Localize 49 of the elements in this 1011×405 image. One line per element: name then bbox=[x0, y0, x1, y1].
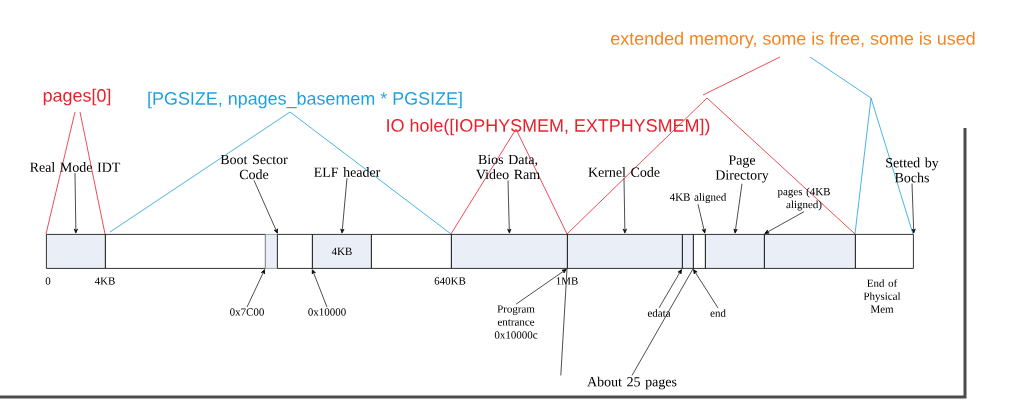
region-label: 4KB aligned bbox=[669, 193, 727, 203]
memory-segment bbox=[693, 234, 706, 269]
memory-segment bbox=[764, 234, 856, 269]
memory-segment bbox=[682, 234, 694, 269]
region-label: 0x10000 bbox=[308, 308, 346, 316]
memory-segment bbox=[105, 234, 266, 269]
arrow bbox=[246, 269, 265, 308]
region-label: Kernel Code bbox=[588, 167, 660, 177]
memory-segment bbox=[705, 234, 765, 269]
arrow bbox=[507, 180, 512, 234]
address-label: End of Physical Mem bbox=[863, 279, 901, 313]
region-label: Program entrance 0x10000c bbox=[494, 305, 538, 339]
memory-segment bbox=[46, 234, 106, 269]
arrow bbox=[764, 211, 805, 234]
arrow bbox=[73, 172, 78, 234]
annotation: extended memory, some is free, some is used bbox=[611, 31, 975, 49]
region-label: About 25 pages bbox=[587, 376, 677, 390]
arrow bbox=[658, 269, 682, 309]
memory-segment bbox=[277, 234, 313, 269]
region-label: Boot Sector Code bbox=[220, 154, 288, 180]
arrow bbox=[515, 268, 567, 305]
memory-segment bbox=[371, 234, 452, 269]
arrow bbox=[697, 203, 706, 234]
memory-segment bbox=[451, 234, 568, 269]
region-label: Setted by Bochs bbox=[886, 157, 939, 183]
region-label: end bbox=[710, 309, 726, 317]
region-label: 0x7C00 bbox=[230, 308, 264, 316]
region-label: Real Mode IDT bbox=[30, 162, 121, 172]
region-label: pages (4KB aligned) bbox=[777, 187, 830, 211]
region-label: Bios Data, Video Ram bbox=[476, 154, 540, 180]
arrow bbox=[253, 180, 278, 234]
arrow bbox=[693, 269, 719, 309]
region-label: ELF header bbox=[314, 167, 381, 177]
region-label: edata bbox=[647, 309, 671, 317]
address-label: 640KB bbox=[434, 277, 466, 285]
arrow bbox=[733, 183, 743, 234]
annotation: [PGSIZE, npages_basemem * PGSIZE] bbox=[148, 91, 462, 109]
memory-segment: 4KB bbox=[312, 234, 372, 269]
address-label: 1MB bbox=[556, 277, 578, 285]
annotation: pages[0] bbox=[43, 88, 111, 106]
address-label: 0 bbox=[45, 277, 51, 285]
memory-segment bbox=[265, 234, 278, 269]
arrow bbox=[311, 269, 328, 308]
arrow bbox=[911, 183, 916, 234]
arrow bbox=[340, 177, 348, 234]
region-label: Page Directory bbox=[715, 155, 769, 183]
memory-segment bbox=[855, 234, 914, 269]
arrow bbox=[622, 177, 627, 234]
address-label: 4KB bbox=[94, 277, 115, 285]
